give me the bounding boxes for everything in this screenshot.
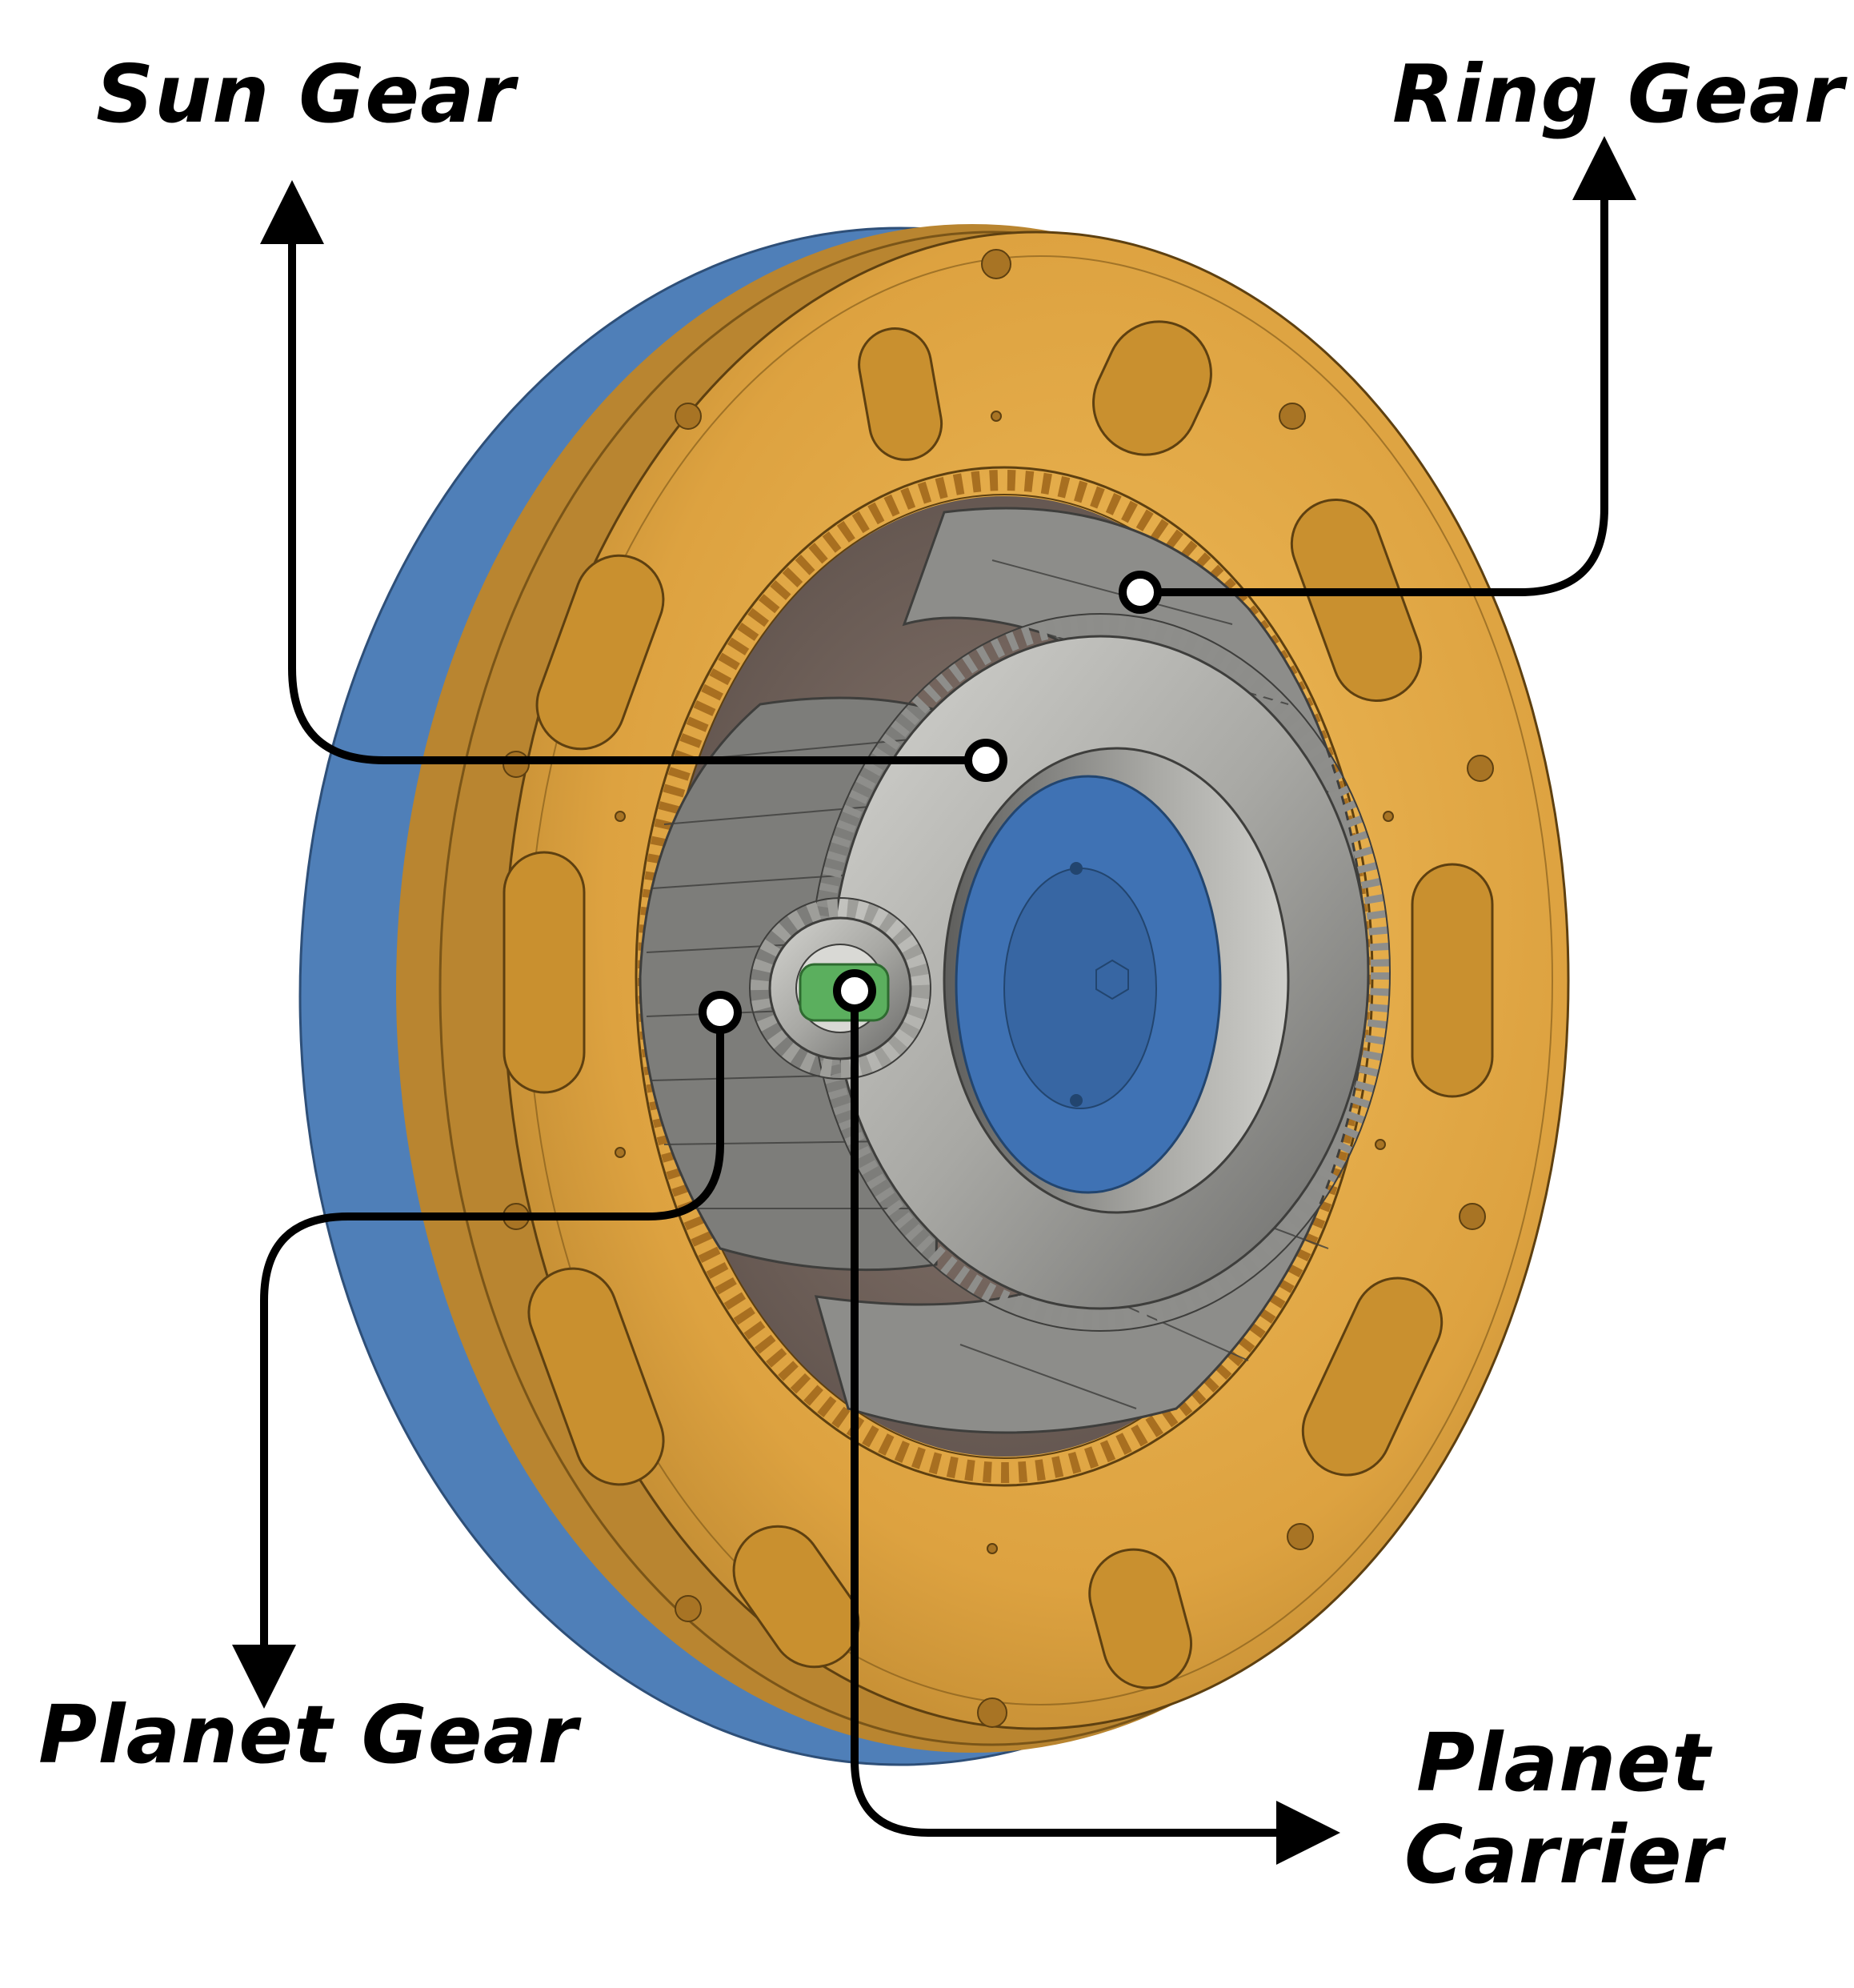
sun-gear-leader — [260, 180, 984, 764]
ring-gear-marker — [1119, 571, 1162, 614]
planet-carrier-marker — [833, 969, 876, 1012]
ring-gear-leader — [1136, 136, 1636, 596]
ring-gear-label: Ring Gear — [1392, 47, 1844, 141]
sun-gear-marker — [964, 739, 1007, 782]
planet-gear-label: Planet Gear — [38, 1688, 579, 1782]
planet-carrier-label-line1: Planet — [1416, 1716, 1711, 1810]
leader-markers — [699, 571, 1162, 1034]
planet-carrier-label-line2: Carrier — [1404, 1808, 1723, 1902]
housing-bolts — [503, 249, 1494, 1728]
sun-gear-label: Sun Gear — [96, 47, 515, 141]
planet-carrier-label: Planet Carrier — [1404, 1717, 1723, 1901]
sun-gear — [810, 613, 1391, 1332]
planet-gear-leader — [232, 1008, 724, 1709]
leader-lines — [232, 136, 1636, 1865]
planet-gear-marker — [699, 991, 742, 1034]
planet-carrier-leader — [851, 987, 1340, 1865]
housing-slots — [503, 320, 1494, 1689]
